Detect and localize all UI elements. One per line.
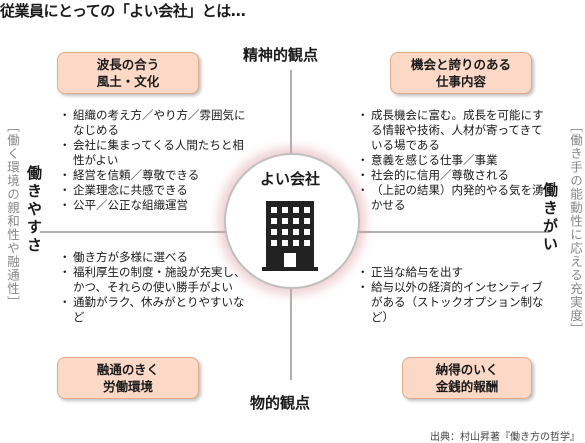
list-bottom-left: 働き方が多様に選べる 福利厚生の制度・施設が充実し、かつ、それらの使い勝手がよい… [59, 250, 247, 325]
list-item: 成長機会に富む。成長を可能にする情報や技術、人材が寄ってきている場である [357, 108, 553, 153]
list-bottom-right: 正当な給与を出す 給与以外の経済的インセンティブがある（ストックオプション制など… [357, 265, 550, 325]
list-item: 福利厚生の制度・施設が充実し、かつ、それらの使い勝手がよい [59, 265, 247, 295]
axis-label-bottom: 物的観点 [250, 394, 311, 412]
axis-label-top: 精神的観点 [243, 46, 319, 64]
center-label: よい会社 [259, 170, 320, 188]
box-work-environment: 融通のきく 労働環境 [57, 357, 199, 399]
box-work-environment-line1: 融通のきく [96, 362, 160, 377]
box-job-content-line1: 機会と誇りのある [410, 57, 511, 72]
list-top-left: 組織の考え方／やり方／雰囲気になじめる 会社に集まってくる人間たちと相性がよい … [59, 108, 247, 213]
side-label-left: 働きやすさ [25, 165, 43, 255]
list-item: 企業理念に共感できる [59, 183, 247, 198]
list-item: 会社に集まってくる人間たちと相性がよい [59, 138, 247, 168]
side-bracket-right: ［働き手の能動性に応える充実度］ [568, 120, 583, 336]
list-item: 社会的に信用／尊敬される [357, 168, 553, 183]
list-item: 意義を感じる仕事／事業 [357, 153, 553, 168]
list-item: 組織の考え方／やり方／雰囲気になじめる [59, 108, 247, 138]
building-icon [262, 201, 318, 271]
list-item: 通勤がラク、休みがとりやすいなど [59, 295, 247, 325]
page-title: 従業員にとっての「よい会社」とは… [0, 2, 246, 20]
list-item: 正当な給与を出す [357, 265, 550, 280]
list-item: 働き方が多様に選べる [59, 250, 247, 265]
list-top-right: 成長機会に富む。成長を可能にする情報や技術、人材が寄ってきている場である 意義を… [357, 108, 553, 213]
box-culture-line2: 風土・文化 [96, 74, 160, 89]
list-item: （上記の結果）内発的やる気を湧かせる [357, 183, 553, 213]
side-label-right: 働きがい [541, 182, 559, 254]
box-compensation-line2: 金銭的報酬 [435, 379, 499, 394]
box-culture-line1: 波長の合う [96, 57, 160, 72]
box-job-content-line2: 仕事内容 [435, 74, 486, 89]
box-compensation-line1: 納得のいく [435, 362, 499, 377]
list-item: 給与以外の経済的インセンティブがある（ストックオプション制など） [357, 280, 550, 325]
box-job-content: 機会と誇りのある 仕事内容 [390, 52, 532, 94]
list-item: 経営を信頼／尊敬できる [59, 168, 247, 183]
box-work-environment-line2: 労働環境 [102, 379, 153, 394]
box-culture: 波長の合う 風土・文化 [57, 52, 199, 94]
box-compensation: 納得のいく 金銭的報酬 [402, 357, 532, 399]
source-note: 出典：村山昇著『働き方の哲学』 [430, 432, 580, 443]
list-item: 公平／公正な組織運営 [59, 198, 247, 213]
side-bracket-left: ［働く環境の親和性や融通性］ [5, 120, 20, 309]
